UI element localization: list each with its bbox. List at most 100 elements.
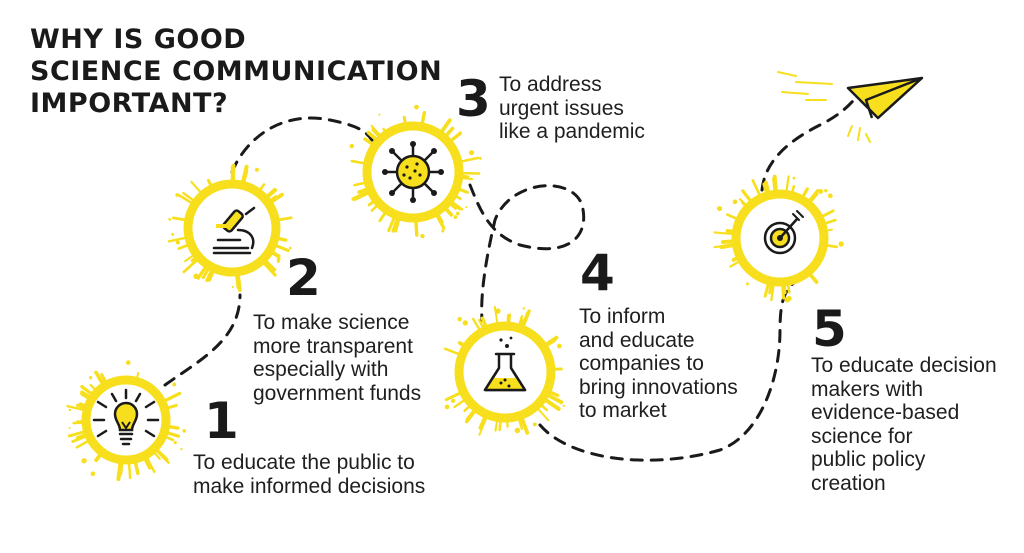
ring-splatter: [353, 181, 368, 187]
ring-splatter: [790, 184, 796, 195]
ring-dot: [81, 458, 87, 464]
ring-splatter: [807, 189, 820, 204]
ring-splatter: [182, 257, 200, 274]
step-3-line: To address: [499, 73, 602, 96]
step-5-line: science for: [811, 424, 913, 448]
page-title: WHY IS GOOD SCIENCE COMMUNICATION IMPORT…: [30, 24, 442, 120]
ring-dot: [784, 296, 791, 303]
flask-icon: [483, 336, 527, 392]
step-2-number: 2: [286, 249, 321, 307]
ring-splatter: [207, 268, 216, 282]
step-2-text: To make science more transparent especia…: [253, 311, 421, 405]
connector-path: [163, 93, 860, 462]
ring-dot: [838, 241, 844, 247]
ring-splatter: [165, 424, 180, 430]
ring-splatter: [402, 115, 407, 127]
ring-step-2: [183, 179, 281, 277]
ring-dot: [465, 206, 468, 209]
ring-splatter: [182, 191, 196, 203]
ring-dot: [182, 429, 186, 433]
ring-splatter: [145, 455, 150, 462]
ring-splatter: [434, 212, 446, 230]
ring-splatter: [751, 179, 762, 198]
ring-splatter: [76, 403, 88, 410]
ring-splatter: [420, 111, 427, 127]
ring-splatter: [456, 187, 469, 194]
ring-splatter: [142, 455, 152, 470]
step-5-line: public policy: [811, 448, 926, 471]
ring-splatter: [478, 318, 485, 331]
ring-splatter: [184, 253, 196, 263]
ring-splatter: [366, 130, 379, 143]
ring-splatter: [536, 406, 550, 422]
ring-splatter: [731, 255, 741, 262]
ring-dot: [288, 246, 292, 250]
rings-layer: [66, 104, 844, 482]
ring-splatter: [351, 189, 372, 201]
ring-splatter: [453, 398, 467, 409]
ring-splatter: [275, 236, 288, 242]
ring-splatter: [80, 384, 95, 397]
ring-splatter: [167, 236, 189, 243]
ring-dot: [255, 167, 259, 172]
step-1-line: To educate the public to: [193, 451, 415, 474]
ring-dot: [172, 382, 177, 387]
ring-splatter: [457, 341, 467, 348]
ring-dot: [90, 471, 96, 477]
ring-splatter: [177, 243, 191, 250]
ring-dot: [514, 427, 521, 434]
ring-splatter: [94, 370, 106, 387]
ring-splatter: [783, 282, 787, 295]
ring-splatter: [713, 231, 736, 236]
ring-splatter: [443, 205, 454, 217]
ring-splatter: [127, 460, 132, 480]
ring-splatter: [178, 194, 195, 206]
ring-dot: [468, 150, 475, 156]
ring-splatter: [729, 259, 742, 268]
ring-splatter: [741, 189, 754, 204]
step-4-line: companies to: [579, 352, 704, 375]
ring-splatter: [154, 448, 170, 464]
ring-splatter: [133, 459, 140, 476]
virus-icon: [382, 141, 444, 203]
ring-splatter: [241, 169, 249, 186]
ring-splatter: [363, 137, 376, 147]
ring-splatter: [498, 418, 502, 432]
ring-splatter: [458, 156, 480, 164]
ring-splatter: [542, 397, 561, 411]
ring-splatter: [448, 131, 463, 144]
ring-splatter: [258, 183, 266, 193]
step-3-text: To address urgent issues like a pandemic: [499, 73, 645, 144]
ring-splatter: [261, 260, 277, 277]
ring-splatter: [450, 199, 464, 211]
ring-splatter: [201, 266, 211, 280]
ring-splatter: [725, 213, 740, 221]
ring-splatter: [164, 430, 181, 438]
step-5-line: creation: [811, 471, 886, 495]
ring-splatter: [478, 413, 488, 430]
ring-dot: [276, 257, 281, 261]
ring-splatter: [152, 450, 161, 460]
ring-dot: [495, 308, 501, 314]
ring-splatter: [235, 271, 242, 292]
ring-splatter: [453, 194, 462, 201]
ring-splatter: [135, 372, 140, 381]
ring-dot: [193, 273, 199, 280]
ring-splatter: [394, 217, 401, 233]
ring-splatter: [443, 126, 455, 139]
ring-dot: [557, 343, 562, 349]
step-3-line: like a pandemic: [499, 120, 645, 143]
ring-splatter: [190, 255, 199, 263]
ring-splatter: [808, 271, 819, 283]
title-line-1: WHY IS GOOD: [30, 24, 247, 55]
ring-splatter: [66, 404, 87, 412]
ring-splatter: [263, 258, 277, 272]
ring-splatter: [808, 192, 819, 205]
step-1-number: 1: [204, 392, 239, 450]
ring-splatter: [800, 187, 809, 200]
ring-splatter: [164, 403, 178, 410]
step-5-line: To educate decision: [811, 354, 997, 377]
ring-dot: [125, 360, 131, 365]
ring-splatter: [370, 124, 383, 138]
